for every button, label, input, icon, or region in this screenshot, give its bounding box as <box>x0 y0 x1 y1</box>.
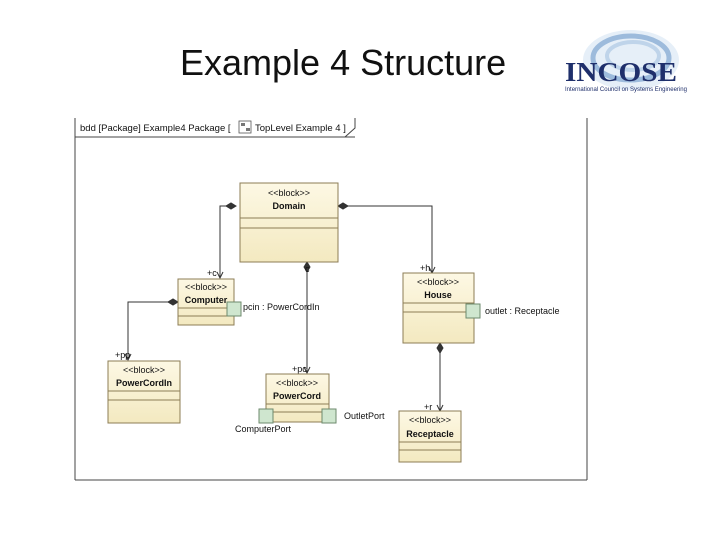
port-label-outlet-port: OutletPort <box>344 411 385 421</box>
port-label-computer-pcin: pcin : PowerCordIn <box>243 302 320 312</box>
port-computer-pcin[interactable] <box>226 301 242 317</box>
block-name: House <box>424 290 452 300</box>
logo-swirl-inner <box>605 40 661 72</box>
role-label-computer: +c <box>207 268 217 278</box>
block-name: PowerCordIn <box>116 378 172 388</box>
composition-domain-computer <box>219 205 236 278</box>
block-domain[interactable]: <<block>> Domain <box>239 182 339 263</box>
composition-diamond-domain-computer <box>225 202 237 210</box>
block-house[interactable]: <<block>> House <box>402 272 475 344</box>
role-label-pc: +pc <box>292 364 307 374</box>
composition-diamond-house-receptacle <box>436 342 444 354</box>
frame-header-tail: TopLevel Example 4 ] <box>255 123 346 134</box>
incose-logo: INCOSE International Council on Systems … <box>565 30 687 93</box>
frame-header-label: bdd [Package] Example4 Package [ <box>80 123 231 134</box>
block-name: Computer <box>185 295 228 305</box>
port-outlet-port[interactable] <box>321 408 337 424</box>
arrow-head-powercordin <box>124 353 132 362</box>
arrow-head-powercord <box>303 366 311 375</box>
arrow-head-computer <box>216 271 224 280</box>
connectors <box>124 202 444 413</box>
block-powercordin[interactable]: <<block>> PowerCordIn <box>107 360 181 424</box>
block-receptacle[interactable]: <<block>> Receptacle <box>398 410 462 463</box>
role-label-pp: +pp <box>115 350 130 360</box>
port-label-computer-port: ComputerPort <box>235 424 292 434</box>
port-house-outlet[interactable] <box>465 303 481 319</box>
block-computer[interactable]: <<block>> Computer <box>177 278 235 326</box>
composition-diamond-computer-powercordin <box>167 298 179 306</box>
block-stereotype: <<block>> <box>185 282 227 292</box>
block-stereotype: <<block>> <box>417 277 459 287</box>
diagram-icon <box>238 120 252 134</box>
block-name: Domain <box>272 201 305 211</box>
role-label-cord: c <box>305 264 310 274</box>
block-stereotype: <<block>> <box>123 365 165 375</box>
role-label-house: +h <box>420 263 430 273</box>
composition-diamond-domain-house <box>337 202 349 210</box>
logo-swirl-mid <box>590 33 672 83</box>
frame-header-notch <box>344 118 356 138</box>
slide-title: Example 4 Structure <box>180 42 507 83</box>
composition-computer-powercordin <box>127 301 178 360</box>
block-stereotype: <<block>> <box>409 415 451 425</box>
port-label-house-outlet: outlet : Receptacle <box>485 306 560 316</box>
composition-diamond-domain-powercord <box>303 261 311 273</box>
composition-domain-house <box>338 205 433 273</box>
logo-wordmark: INCOSE <box>565 57 677 87</box>
block-name: Receptacle <box>406 429 454 439</box>
diagram-frame: bdd [Package] Example4 Package [ TopLeve… <box>74 118 588 481</box>
block-stereotype: <<block>> <box>268 188 310 198</box>
block-stereotype: <<block>> <box>276 378 318 388</box>
logo-tagline: International Council on Systems Enginee… <box>565 86 687 93</box>
port-computer-port[interactable] <box>258 408 274 424</box>
block-name: PowerCord <box>273 391 321 401</box>
block-powercord[interactable]: <<block>> PowerCord <box>265 373 330 423</box>
role-label-receptacle: +r <box>424 402 432 412</box>
